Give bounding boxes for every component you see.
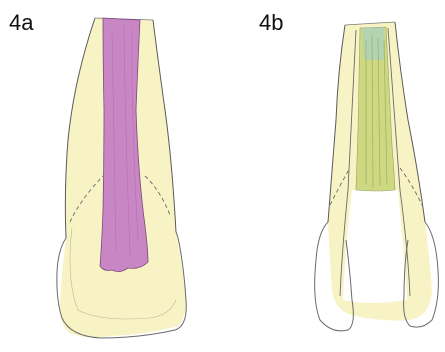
tooth-4b-open-canal: [343, 190, 407, 303]
tooth-4b-canal-top-tint: [362, 27, 385, 60]
tooth-4a: [57, 18, 186, 338]
tooth-4b: [315, 22, 439, 331]
